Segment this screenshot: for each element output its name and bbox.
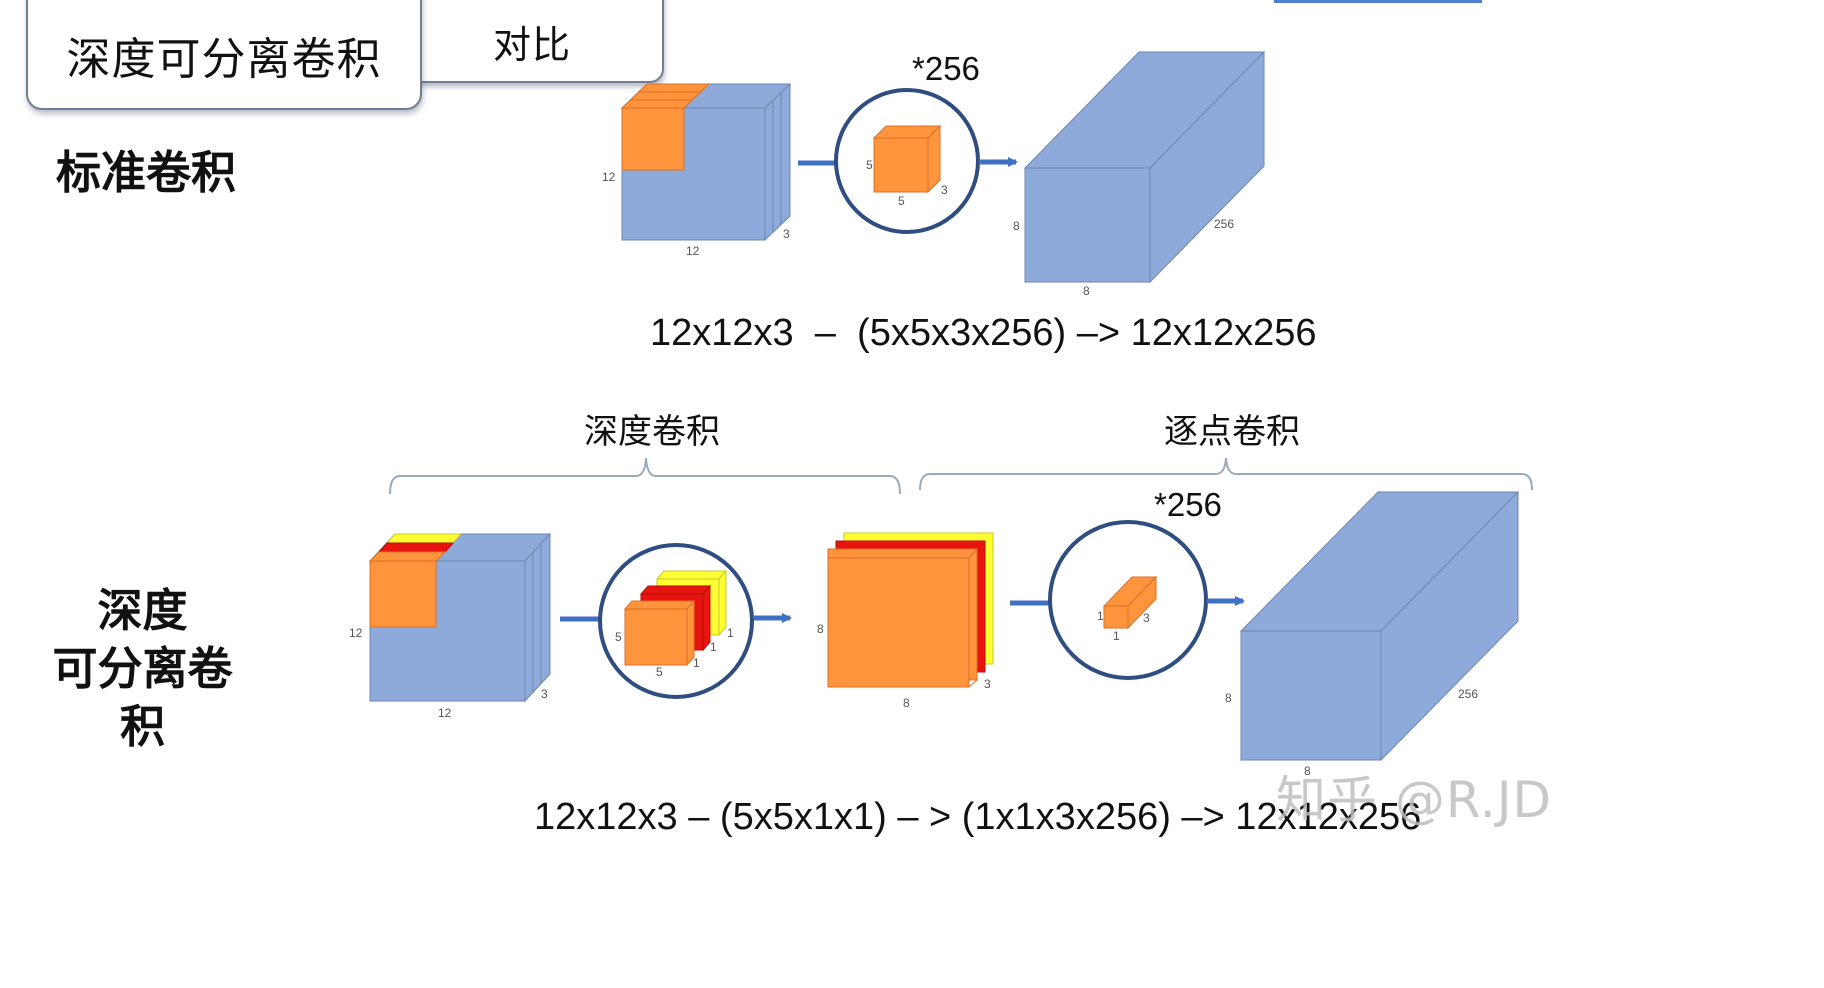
- pointwise-kernel-depth-label: 3: [1143, 611, 1150, 625]
- separable-conv-label: 深度 可分离卷积: [40, 582, 245, 756]
- pointwise-kernel-circle: 1 1 3: [1048, 520, 1208, 680]
- top-accent-strip: [1274, 0, 1482, 3]
- standard-conv-label: 标准卷积: [56, 146, 237, 199]
- standard-conv-formula: 12x12x3 – (5x5x3x256) –> 12x12x256: [650, 312, 1317, 354]
- standard-kernel-multiplier: *256: [912, 50, 980, 87]
- tab-separable-conv-label: 深度可分离卷积: [66, 34, 382, 85]
- separable-input-height-label: 12: [349, 626, 363, 640]
- depthwise-kernel-width-label: 5: [656, 665, 663, 679]
- standard-input-height-label: 12: [602, 170, 616, 184]
- pointwise-kernel-multiplier: *256: [1154, 486, 1222, 523]
- depthwise-kernel-depth-label: 1: [693, 656, 700, 670]
- tab-compare-label: 对比: [492, 23, 571, 67]
- depthwise-kernel-depth-label-3: 1: [727, 626, 734, 640]
- depthwise-conv-label: 深度卷积: [584, 412, 720, 452]
- standard-input-depth-label: 3: [783, 227, 790, 241]
- separable-conv-label-line1: 深度: [97, 584, 188, 637]
- depthwise-brace: [389, 457, 901, 495]
- watermark: 知乎 @R.JD: [1276, 771, 1552, 829]
- separable-input-depth-label: 3: [541, 687, 548, 701]
- pointwise-kernel-width-label: 1: [1113, 629, 1120, 643]
- separable-conv-formula: 12x12x3 – (5x5x1x1) – > (1x1x3x256) –> 1…: [534, 796, 1422, 838]
- standard-output-volume: 8 8 256: [1013, 50, 1266, 298]
- standard-output-height-label: 8: [1013, 219, 1020, 233]
- separable-input-width-label: 12: [438, 706, 452, 720]
- intermediate-depth-label: 3: [984, 677, 991, 691]
- standard-output-width-label: 8: [1083, 284, 1090, 298]
- tab-compare[interactable]: 对比: [400, 0, 664, 83]
- standard-kernel-height-label: 5: [866, 158, 873, 172]
- separable-conv-label-line2: 可分离卷积: [52, 642, 233, 753]
- standard-kernel-width-label: 5: [898, 194, 905, 208]
- standard-kernel-circle: 5 5 3: [834, 88, 980, 234]
- standard-kernel-depth-label: 3: [941, 183, 948, 197]
- depthwise-kernel-circle: 5 5 1 1 1: [598, 543, 754, 699]
- standard-output-depth-label: 256: [1214, 217, 1234, 231]
- standard-input-volume: 12 12 3: [602, 82, 792, 258]
- intermediate-width-label: 8: [903, 696, 910, 710]
- separable-output-height-label: 8: [1225, 691, 1232, 705]
- tab-separable-conv[interactable]: 深度可分离卷积: [26, 0, 422, 110]
- pointwise-kernel-height-label: 1: [1097, 609, 1104, 623]
- separable-output-depth-label: 256: [1458, 687, 1478, 701]
- separable-output-width-label: 8: [1304, 764, 1311, 778]
- pointwise-conv-label: 逐点卷积: [1164, 412, 1300, 452]
- separable-output-volume: 8 8 256: [1225, 490, 1520, 778]
- depthwise-kernel-depth-label-2: 1: [710, 640, 717, 654]
- depthwise-kernel-height-label: 5: [615, 630, 622, 644]
- intermediate-volume: 8 8 3: [817, 532, 994, 710]
- pointwise-brace: [919, 457, 1533, 491]
- intermediate-height-label: 8: [817, 622, 824, 636]
- standard-input-width-label: 12: [686, 244, 700, 258]
- separable-input-volume: 12 12 3: [349, 532, 552, 720]
